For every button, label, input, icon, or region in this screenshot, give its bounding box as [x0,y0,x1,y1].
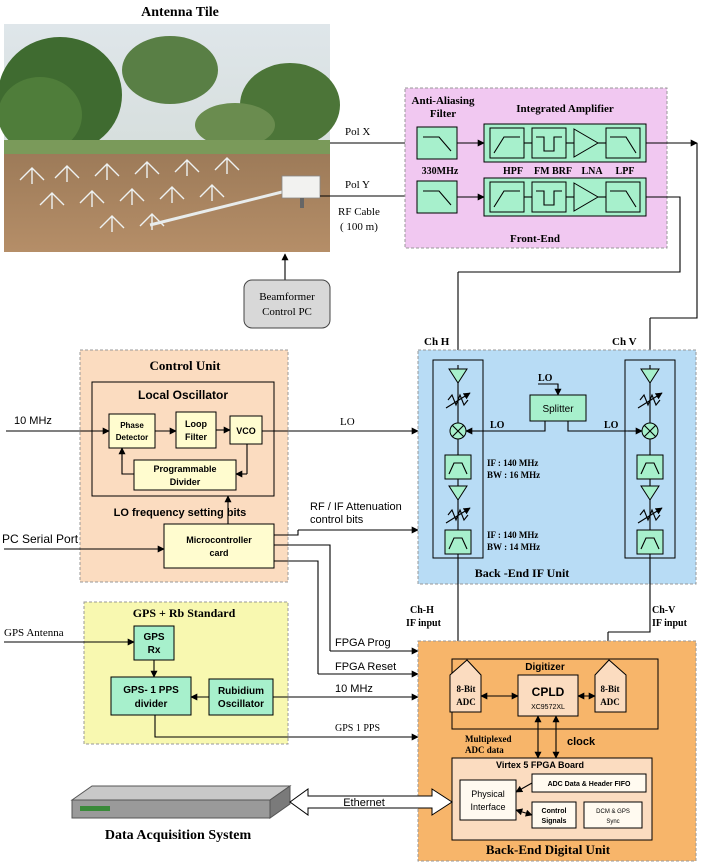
phase-detector-label-1: Phase [120,421,144,430]
attenuation-label-1: RF / IF Attenuation [310,501,402,513]
mux-label-1: Multiplexed [465,734,512,744]
cpld-part-label: XC9572XL [531,704,565,711]
ref-10mhz-label: 10 MHz [14,415,52,427]
phase-detector-label-2: Detector [116,433,148,442]
virtex5-title: Virtex 5 FPGA Board [496,760,584,770]
phys-label-1: Physical [471,789,505,799]
fpga-prog-label: FPGA Prog [335,637,391,649]
rf-cable-label: RF Cable [338,206,380,218]
lna-label: LNA [581,166,603,177]
front-end-title: Front-End [510,233,560,245]
ch-v-if-label-2: IF input [652,618,688,629]
gps-rx-label-2: Rx [148,645,161,656]
aa-filter-y [417,181,457,213]
gps-rx-label-1: GPS [143,632,164,643]
aa-freq-label: 330MHz [422,166,459,177]
ch-h-label: Ch H [424,336,450,348]
adc-v-label-1: 8-Bit [601,684,620,694]
phys-label-2: Interface [470,802,505,812]
hpf-label: HPF [503,166,523,177]
micro-label-1: Microcontroller [186,535,252,545]
aa-filter-label-1: Anti-Aliasing [412,95,475,107]
rb-label-2: Oscillator [218,699,264,710]
prog-divider-label-2: Divider [170,477,201,487]
pol-x-label: Pol X [345,126,370,138]
ch-h-if-label-1: Ch-H [410,605,434,616]
backend-if-title: Back -End IF Unit [475,566,570,580]
adc-fifo-label: ADC Data & Header FIFO [548,781,631,788]
ethernet-label: Ethernet [343,797,385,809]
gps-pps-label-1: GPS- 1 PPS [123,685,179,696]
loop-filter [176,412,216,448]
gps-pps-label-2: divider [135,699,168,710]
cpld-label: CPLD [532,685,565,699]
gps-rb-title: GPS + Rb Standard [133,606,236,620]
fm-brf-label: FM BRF [534,166,572,177]
lo-out-label: LO [340,416,355,428]
prog-divider-label-1: Programmable [153,464,216,474]
adc-v-label-2: ADC [600,697,620,707]
lo-bits-label: LO frequency setting bits [114,507,247,519]
beamformer-label-1: Beamformer [259,291,315,303]
splitter-label: Splitter [542,404,574,415]
micro-label-2: card [209,548,228,558]
das-server [72,786,290,818]
lpf-label: LPF [616,166,635,177]
pc-serial-port-label: PC Serial Port [2,532,79,546]
backend-digital-title: Back-End Digital Unit [486,842,611,857]
microcontroller-card [164,524,274,568]
local-oscillator-title: Local Oscillator [138,388,228,402]
ch-v-if-label-1: Ch-V [652,605,676,616]
dcm-label-1: DCM & GPS [596,809,630,815]
ctrl-label-2: Signals [542,818,567,825]
attenuation-label-2: control bits [310,514,364,526]
loop-filter-label-1: Loop [185,419,207,429]
pol-y-label: Pol Y [345,179,370,191]
lo-right-label: LO [604,420,619,431]
bw2-label: BW : 14 MHz [487,542,540,552]
rb-label-1: Rubidium [218,686,264,697]
integrated-amplifier-label: Integrated Amplifier [516,103,614,115]
aa-filter-x [417,127,457,159]
lo-left-label: LO [490,420,505,431]
adc-h-label-1: 8-Bit [457,684,476,694]
bw1-label: BW : 16 MHz [487,470,540,480]
aa-filter-label-2: Filter [430,108,456,120]
ch-v-label: Ch V [612,336,637,348]
gps-1pps-label: GPS 1 PPS [335,723,380,734]
antenna-photo [0,24,340,252]
ch-h-if-label-2: IF input [406,618,442,629]
physical-interface [460,780,516,820]
ctrl-label-1: Control [542,808,567,815]
fpga-reset-label: FPGA Reset [335,661,396,673]
rf-cable-length: ( 100 m) [340,221,378,233]
clock-label: clock [567,736,596,748]
beamformer-control-pc [244,280,330,328]
gps-rb-box [84,602,288,744]
gps-antenna-label: GPS Antenna [4,627,64,639]
loop-filter-label-2: Filter [185,432,208,442]
antenna-title: Antenna Tile [141,5,219,20]
phase-detector [109,414,155,448]
vco-label: VCO [236,426,256,436]
beamformer-label-2: Control PC [262,306,312,318]
mux-label-2: ADC data [465,745,504,755]
dcm-label-2: Sync [606,819,619,825]
if2-label: IF : 140 MHz [487,530,538,540]
if1-label: IF : 140 MHz [487,458,538,468]
splitter-lo-in-label: LO [538,373,553,384]
rb-10mhz-label: 10 MHz [335,683,373,695]
digitizer-title: Digitizer [525,662,565,673]
das-title: Data Acquisition System [105,828,252,843]
adc-h-label-2: ADC [456,697,476,707]
control-unit-title: Control Unit [150,358,222,373]
